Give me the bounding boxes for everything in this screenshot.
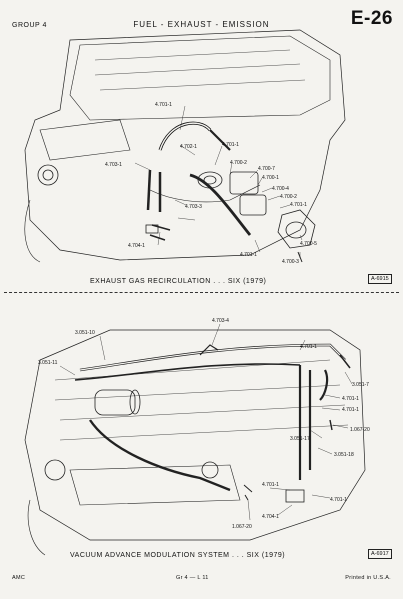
- part-label: 4.700-7: [258, 166, 275, 172]
- part-label: 4.702-1: [180, 144, 197, 150]
- part-label: 4.700-1: [262, 175, 279, 181]
- figure-number-top: A-6915: [368, 274, 392, 284]
- part-label: 4.703-3: [185, 204, 202, 210]
- figure-caption-bottom: VACUUM ADVANCE MODULATION SYSTEM . . . S…: [70, 552, 286, 559]
- part-label: 3.051-17: [290, 436, 310, 442]
- part-label: 4.700-2: [230, 160, 247, 166]
- part-label: 4.701-1: [222, 142, 239, 148]
- part-label: 4.700-3: [282, 259, 299, 265]
- part-label: 4.701-1: [155, 102, 172, 108]
- part-label: 4.701-1: [290, 202, 307, 208]
- group-label: GROUP 4: [12, 22, 47, 29]
- part-label: 1.067-20: [232, 524, 252, 530]
- part-label: 4.701-1: [262, 482, 279, 488]
- page-title: FUEL - EXHAUST - EMISSION: [133, 20, 270, 29]
- part-label: 1.067-20: [350, 427, 370, 433]
- part-label: 3.051-7: [352, 382, 369, 388]
- part-label: 4.701-1: [330, 497, 347, 503]
- part-label: 4.703-1: [105, 162, 122, 168]
- part-label: 4.704-1: [262, 514, 279, 520]
- figure-number-bottom: A-6917: [368, 549, 392, 559]
- part-label: 4.700-4: [272, 186, 289, 192]
- part-label: 4.701-1: [300, 344, 317, 350]
- page-code: E-26: [350, 8, 393, 29]
- figure-caption-top: EXHAUST GAS RECIRCULATION . . . SIX (197…: [90, 278, 267, 285]
- part-label: 3.051-10: [75, 330, 95, 336]
- part-label: 4.701-1: [240, 252, 257, 258]
- part-label: 4.703-4: [212, 318, 229, 324]
- part-label: 3.051-18: [334, 452, 354, 458]
- footer-right: Printed in U.S.A.: [345, 575, 391, 581]
- part-label: 3.051-11: [38, 360, 58, 366]
- part-label: 4.704-1: [128, 243, 145, 249]
- part-label: 4.701-1: [342, 407, 359, 413]
- footer-center: Gr 4 — L 11: [176, 575, 209, 581]
- part-label: 4.701-1: [342, 396, 359, 402]
- part-label: 4.700-5: [300, 241, 317, 247]
- section-divider: [4, 292, 399, 293]
- footer-left: AMC: [12, 575, 26, 581]
- part-label: 4.700-2: [280, 194, 297, 200]
